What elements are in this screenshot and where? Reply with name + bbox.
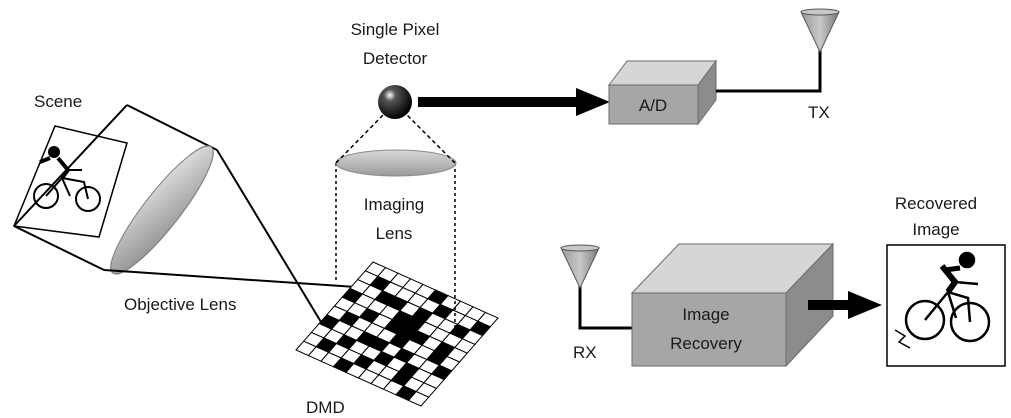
tx-label: TX [808,103,830,122]
ad-label: A/D [639,96,667,115]
scene-image [12,125,128,238]
lens-to-detector-dashes [335,111,456,164]
recovery-to-image-arrow [808,291,882,319]
recovered-cyclist-icon [894,251,991,349]
scene-to-lens-rays [13,104,218,271]
image-recovery-label-line1: Image [682,305,729,324]
recovered-image [886,244,1006,367]
tx-antenna [716,8,840,93]
ad-converter-box [608,59,717,126]
recovered-image-label-line1: Recovered [895,194,977,213]
image-recovery-box [630,242,835,368]
image-recovery-label-line2: Recovery [670,334,742,353]
imaging-lens-label-line2: Lens [376,224,413,243]
detector-label-line2: Detector [363,49,428,68]
single-pixel-detector [378,85,412,119]
dmd-mirror-cell [407,390,430,407]
cyclist-icon [33,146,101,212]
rx-antenna [560,244,632,330]
objective-lens [110,145,214,275]
scene-label: Scene [34,92,82,111]
dmd-to-imaging-lens-dashes [335,163,456,335]
dmd-array [295,261,499,407]
objective-lens-label: Objective Lens [124,295,236,314]
recovered-image-label-line2: Image [912,220,959,239]
rx-label: RX [573,343,597,362]
dmd-label: DMD [306,398,345,417]
detector-to-ad-arrow [418,88,610,116]
imaging-lens [335,149,457,177]
detector-label-line1: Single Pixel [351,20,440,39]
imaging-lens-label-line1: Imaging [364,195,424,214]
